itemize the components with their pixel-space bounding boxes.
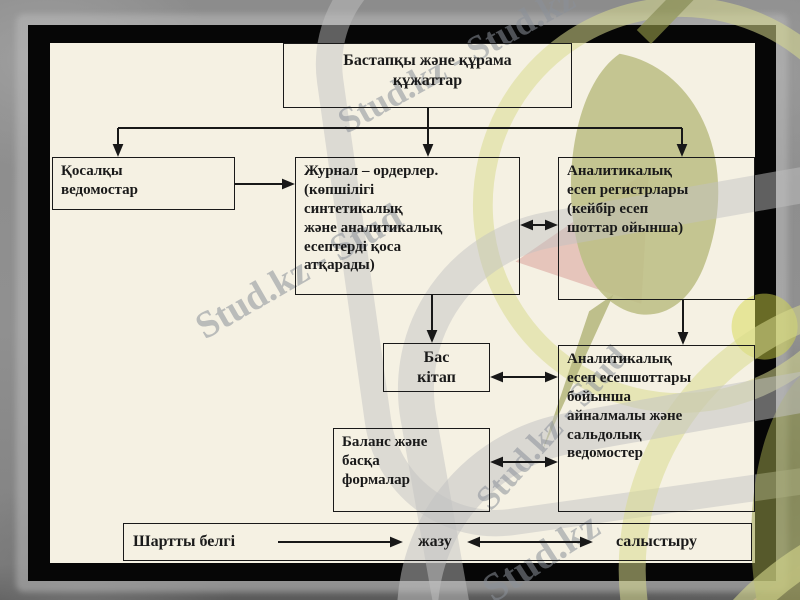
node-journal-orders: Журнал – ордерлер. (көпшілігі синтетикал…	[295, 157, 520, 295]
node-balance-forms: Баланс және басқа формалар	[333, 428, 490, 512]
legend-write-label: жазу	[418, 533, 452, 550]
node-source-documents: Бастапқы және құрама құжаттар	[283, 43, 572, 108]
flowchart: Бастапқы және құрама құжаттар Қосалқы ве…	[50, 43, 755, 563]
legend-compare-label: салыстыру	[616, 533, 698, 550]
node-general-ledger: Бас кітап	[383, 343, 490, 392]
connector-trunk	[118, 108, 682, 129]
node-analytic-registers: Аналитикалық есеп регистрлары (кейбір ес…	[558, 157, 755, 300]
legend-box	[123, 523, 752, 561]
legend-title: Шартты белгі	[133, 533, 236, 550]
flowchart-arrows	[112, 108, 689, 548]
node-auxiliary-sheets: Қосалқы ведомостар	[52, 157, 235, 210]
node-analytic-statements: Аналитикалық есеп есепшоттары бойынша ай…	[558, 345, 755, 512]
